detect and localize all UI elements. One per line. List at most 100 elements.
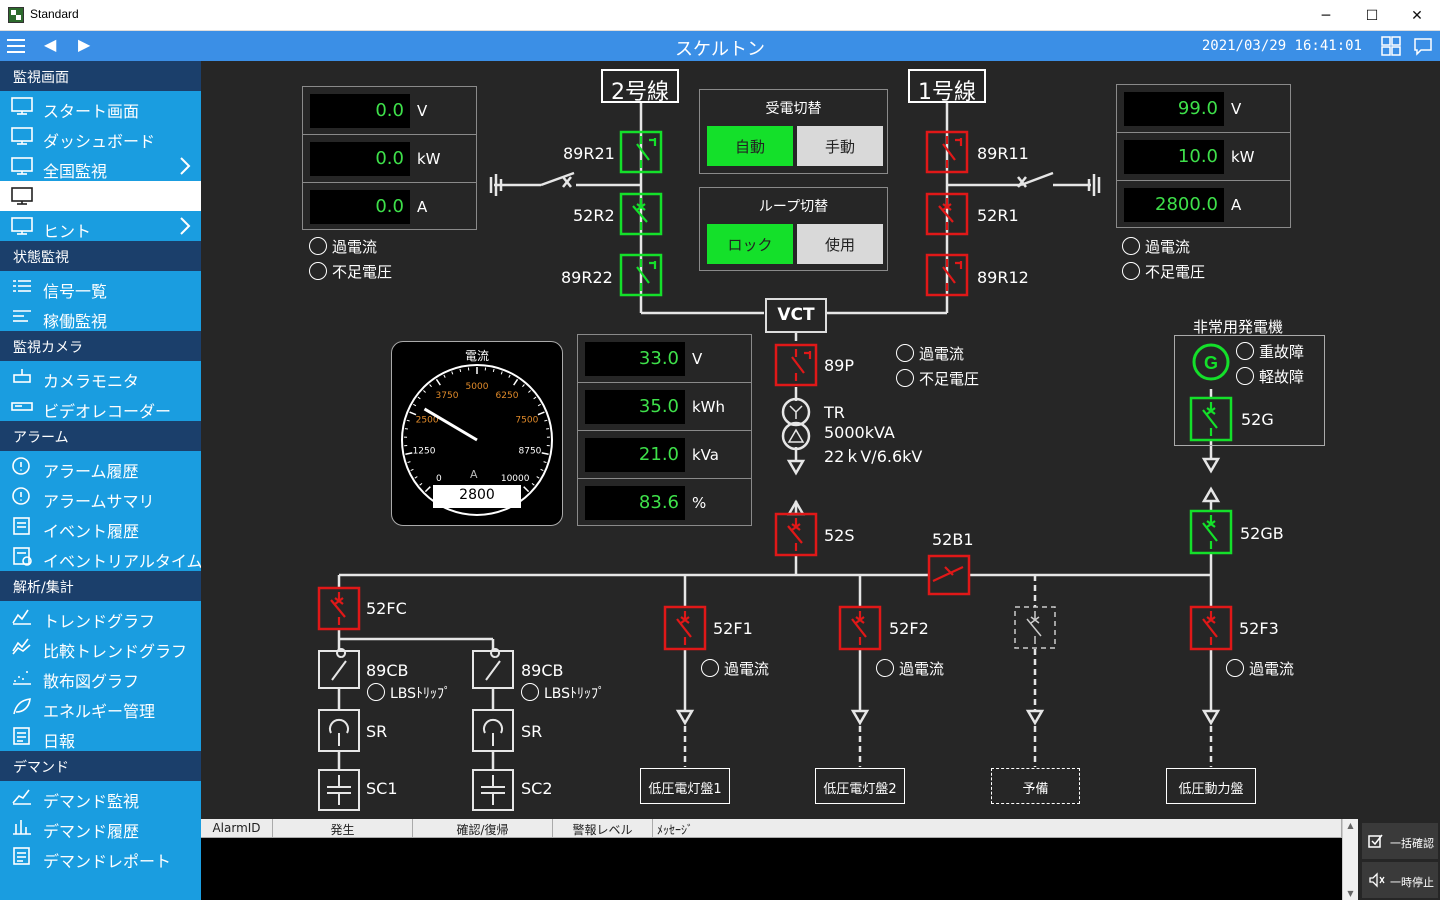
transformer-capacity: 5000kVA xyxy=(824,423,895,442)
generator-title: 非常用発電機 xyxy=(1193,318,1284,336)
scatter-icon xyxy=(13,671,31,685)
mute-speaker-icon xyxy=(1369,872,1385,888)
sidebar-item[interactable]: エネルギー管理 xyxy=(0,691,201,721)
sidebar-item[interactable]: 信号一覧 xyxy=(0,271,201,301)
loop-switch-title: ループ切替 xyxy=(758,199,829,215)
lamp-icon xyxy=(1122,262,1140,280)
sidebar-item[interactable]: 日報 xyxy=(0,721,201,751)
sidebar-item[interactable]: 全国監視 xyxy=(0,151,201,181)
load-panel-lighting-2[interactable]: 低圧電灯盤2 xyxy=(815,768,905,804)
minor-fault-lamp: 軽故障 xyxy=(1236,366,1304,387)
meter-value: 0.0 xyxy=(310,190,410,224)
sidebar-item-label: デマンド履歴 xyxy=(43,822,140,841)
sidebar-item-label: イベントリアルタイム xyxy=(43,552,203,571)
breaker-52F2[interactable] xyxy=(838,605,882,651)
minimize-button[interactable]: ─ xyxy=(1321,7,1331,24)
switch-89R12[interactable] xyxy=(925,253,969,297)
sidebar-item[interactable]: 系統図 xyxy=(0,181,201,211)
breaker-52F3[interactable] xyxy=(1189,605,1233,651)
lamp-icon xyxy=(1236,367,1254,385)
manual-button[interactable]: 手動 xyxy=(797,126,883,166)
pause-button[interactable]: 一時停止 xyxy=(1362,862,1438,898)
alarm-column-header[interactable]: AlarmID xyxy=(201,819,273,837)
switch-89R11[interactable] xyxy=(925,130,969,174)
maximize-button[interactable]: ☐ xyxy=(1365,7,1379,24)
forward-arrow-icon[interactable]: ▶ xyxy=(78,35,91,54)
meter-value: 21.0 xyxy=(585,438,685,472)
label-89R11: 89R11 xyxy=(977,144,1029,163)
breaker-52R1[interactable] xyxy=(925,192,969,236)
sidebar-item[interactable]: デマンド履歴 xyxy=(0,811,201,841)
alarm-scrollbar[interactable]: ▲ ▼ xyxy=(1342,819,1358,900)
breaker-spare[interactable] xyxy=(1014,606,1056,649)
lamp-icon xyxy=(1122,237,1140,255)
meter-value: 0.0 xyxy=(310,94,410,128)
sidebar-item[interactable]: ビデオレコーダー xyxy=(0,391,201,421)
breaker-52R2[interactable] xyxy=(619,192,663,236)
sidebar-item[interactable]: イベント履歴 xyxy=(0,511,201,541)
sidebar-item-label: ビデオレコーダー xyxy=(43,402,172,421)
sidebar-item[interactable]: スタート画面 xyxy=(0,91,201,121)
alarm-column-header[interactable]: 発生 xyxy=(273,819,413,837)
sidebar-item[interactable]: アラームサマリ xyxy=(0,481,201,511)
comment-icon[interactable] xyxy=(1412,35,1434,57)
line-2-overcurrent-lamp: 過電流 xyxy=(309,236,377,257)
close-button[interactable]: ✕ xyxy=(1411,7,1423,24)
datetime: 2021/03/29 16:41:01 xyxy=(1201,38,1362,54)
monitor-icon xyxy=(11,127,33,145)
breaker-52GB[interactable] xyxy=(1189,509,1233,555)
sidebar-item[interactable]: カメラモニタ xyxy=(0,361,201,391)
use-button[interactable]: 使用 xyxy=(797,224,883,264)
meter-unit: kW xyxy=(1231,148,1255,166)
meter-row: 0.0 kW xyxy=(303,135,476,183)
sidebar-item[interactable]: 散布図グラフ xyxy=(0,661,201,691)
label-52F1: 52F1 xyxy=(713,619,753,638)
sidebar-item[interactable]: トレンドグラフ xyxy=(0,601,201,631)
power-switch-title: 受電切替 xyxy=(765,101,822,117)
label-52GB: 52GB xyxy=(1240,524,1284,543)
auto-button[interactable]: 自動 xyxy=(707,126,793,166)
hamburger-menu-icon[interactable] xyxy=(7,39,25,53)
sidebar-item[interactable]: デマンドレポート xyxy=(0,841,201,871)
sidebar-item[interactable]: イベントリアルタイム xyxy=(0,541,203,571)
label-52F3: 52F3 xyxy=(1239,619,1279,638)
ack-all-button[interactable]: 一括確認 xyxy=(1362,823,1438,859)
sidebar-item[interactable]: ヒント xyxy=(0,211,201,241)
sidebar-item[interactable]: デマンド監視 xyxy=(0,781,201,811)
sidebar-item[interactable]: アラーム履歴 xyxy=(0,451,201,481)
switch-89R21[interactable] xyxy=(619,130,663,174)
switch-89R22[interactable] xyxy=(619,253,663,297)
back-arrow-icon[interactable]: ◀ xyxy=(44,35,57,54)
alarm-column-header[interactable]: ﾒｯｾｰｼﾞ xyxy=(653,819,1342,837)
breaker-52G[interactable] xyxy=(1189,396,1233,442)
sidebar-item[interactable]: 比較トレンドグラフ xyxy=(0,631,201,661)
breaker-52FC[interactable] xyxy=(317,586,361,631)
breaker-52F1[interactable] xyxy=(663,605,707,651)
meter-unit: % xyxy=(692,494,707,512)
sidebar-item[interactable]: ダッシュボード xyxy=(0,121,201,151)
lamp-icon xyxy=(701,659,719,677)
sidebar-item-label: アラームサマリ xyxy=(43,492,155,511)
trend-icon xyxy=(12,609,31,625)
gauge-tick-label: 10000 xyxy=(501,474,530,484)
alarm-column-header[interactable]: 警報レベル xyxy=(553,819,653,837)
lock-button[interactable]: ロック xyxy=(707,224,793,264)
sidebar-item-label: デマンド監視 xyxy=(43,792,140,811)
window-titlebar: Standard ─ ☐ ✕ xyxy=(0,0,1440,31)
breaker-52B1[interactable] xyxy=(927,554,971,596)
breaker-52S[interactable] xyxy=(774,512,818,557)
load-panel-spare[interactable]: 予備 xyxy=(991,768,1080,804)
gauge-unit: A xyxy=(470,468,478,481)
layout-grid-icon[interactable] xyxy=(1380,35,1402,57)
load-panel-lighting-1[interactable]: 低圧電灯盤1 xyxy=(640,768,730,804)
sidebar-section-header: 監視カメラ xyxy=(0,331,201,361)
alarm-column-header[interactable]: 確認/復帰 xyxy=(413,819,553,837)
switch-89P[interactable] xyxy=(774,343,818,387)
gauge-tick-label: 6250 xyxy=(496,391,519,401)
sidebar-item[interactable]: 稼働監視 xyxy=(0,301,201,331)
load-panel-power[interactable]: 低圧動力盤 xyxy=(1166,768,1256,804)
